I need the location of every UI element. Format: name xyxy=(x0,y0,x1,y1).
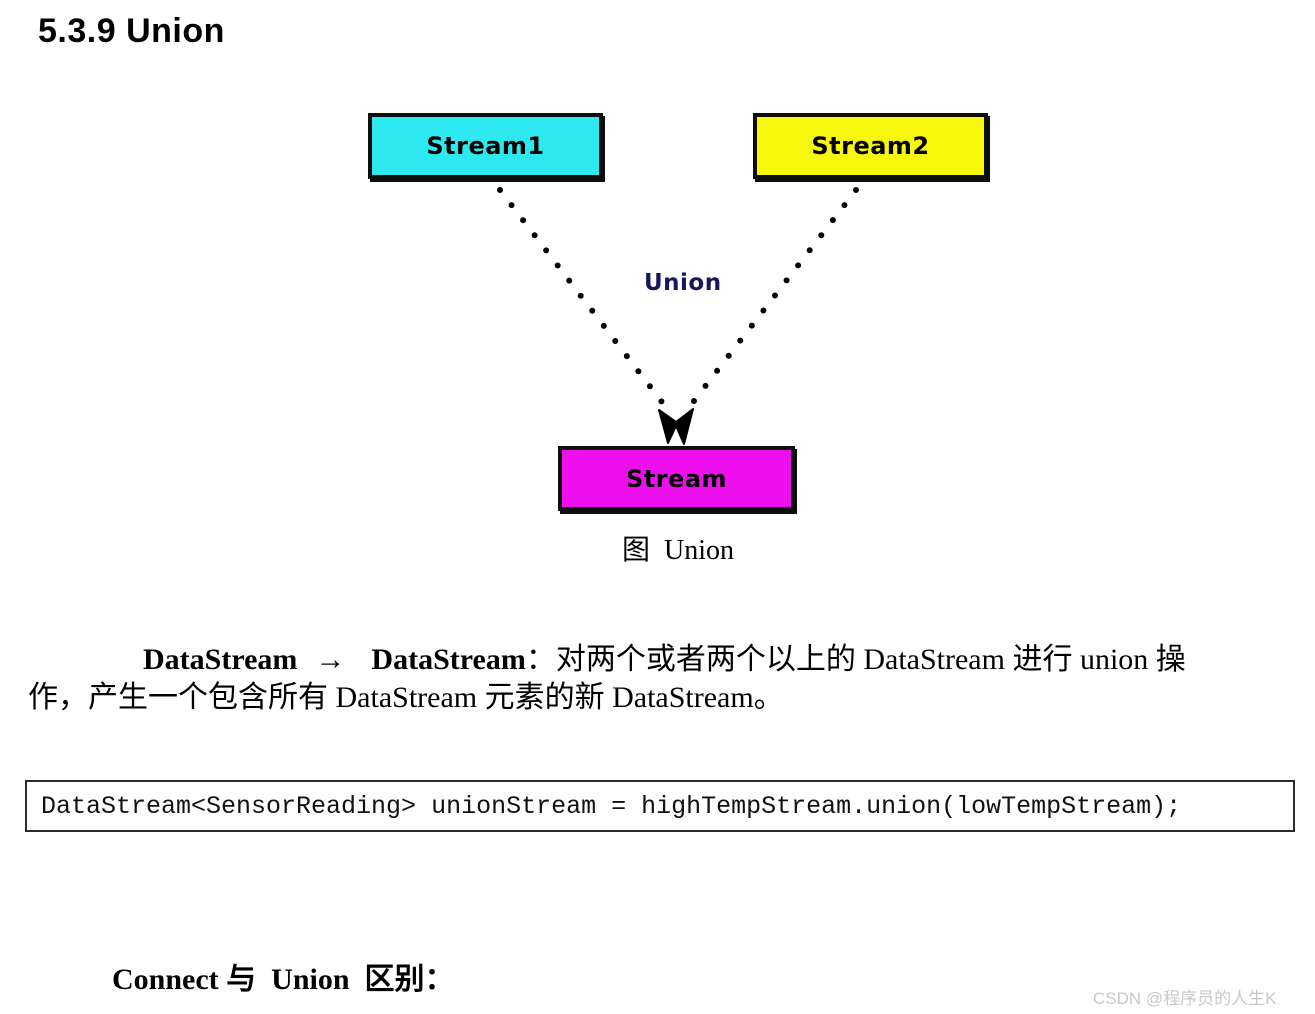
dotted-line-right xyxy=(684,187,859,413)
diagram-node-label: Stream2 xyxy=(811,132,930,160)
arrow-right-icon: → xyxy=(315,643,346,676)
diagram-node-stream2: Stream2 xyxy=(753,113,988,179)
diagram-node-label: Stream xyxy=(625,464,728,493)
paragraph-bold-datastream-b: DataStream xyxy=(371,643,526,676)
diagram-node-label: Stream1 xyxy=(426,132,545,160)
dotted-line-left xyxy=(497,187,671,413)
csdn-watermark: CSDN @程序员的人生K xyxy=(1093,989,1277,1008)
paragraph-line-2: 作，产生一个包含所有 DataStream 元素的新 DataStream。 xyxy=(28,681,784,714)
code-block: DataStream<SensorReading> unionStream = … xyxy=(25,780,1295,832)
diagram-node-stream1: Stream1 xyxy=(368,113,603,179)
arrowhead-down-icon xyxy=(658,408,694,445)
diagram-node-stream-result: Stream xyxy=(558,446,795,511)
paragraph-line-1: DataStream→DataStream：对两个或者两个以上的 DataStr… xyxy=(113,600,1315,712)
union-operator-label: Union xyxy=(644,270,722,296)
figure-caption: 图 Union xyxy=(621,535,734,566)
code-text: DataStream<SensorReading> unionStream = … xyxy=(41,791,1182,821)
connect-vs-union-heading: Connect 与 Union 区别： xyxy=(112,963,455,996)
section-heading: 5.3.9 Union xyxy=(38,12,225,50)
paragraph-line-1-text: ：对两个或者两个以上的 DataStream 进行 union 操 xyxy=(525,643,1186,676)
paragraph-bold-datastream-a: DataStream xyxy=(143,643,298,676)
